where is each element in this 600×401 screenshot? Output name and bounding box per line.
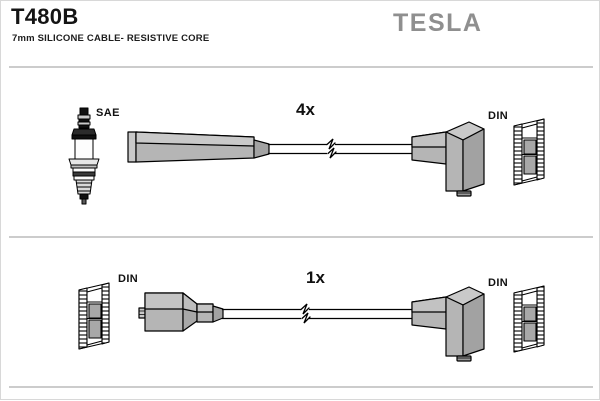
cable-bottom-right: [309, 308, 413, 320]
divider-lines: [9, 66, 593, 388]
cable-break-symbol-top: [326, 138, 337, 159]
terminal-label-sae: SAE: [96, 107, 120, 119]
right-angle-boot-top: [411, 121, 485, 197]
quantity-label-top: 4x: [296, 100, 315, 119]
brand-logo: TESLA: [393, 9, 483, 37]
coil-tower-boot: [138, 292, 224, 332]
part-description: 7mm SILICONE CABLE- RESISTIVE CORE: [12, 33, 210, 44]
assembly-top: [68, 107, 545, 205]
din-socket-bottom-right: [513, 285, 545, 353]
din-socket-top: [513, 118, 545, 186]
right-angle-boot-bottom: [411, 286, 485, 362]
cable-bottom-left: [222, 308, 301, 320]
din-socket-bottom-left: [78, 282, 110, 350]
cable-break-symbol-bottom: [300, 303, 311, 324]
cable-top-right: [335, 143, 413, 155]
page-title: T480B: [11, 4, 79, 29]
terminal-label-din-bottom-left: DIN: [118, 273, 139, 285]
spark-plug-icon: [68, 107, 100, 205]
quantity-label-bottom: 1x: [306, 268, 325, 287]
assembly-bottom: [78, 282, 545, 362]
sae-boot-top: [127, 131, 270, 163]
cable-top-left: [268, 143, 327, 155]
terminal-label-din-top-right: DIN: [488, 110, 509, 122]
terminal-label-din-bottom-right: DIN: [488, 277, 509, 289]
